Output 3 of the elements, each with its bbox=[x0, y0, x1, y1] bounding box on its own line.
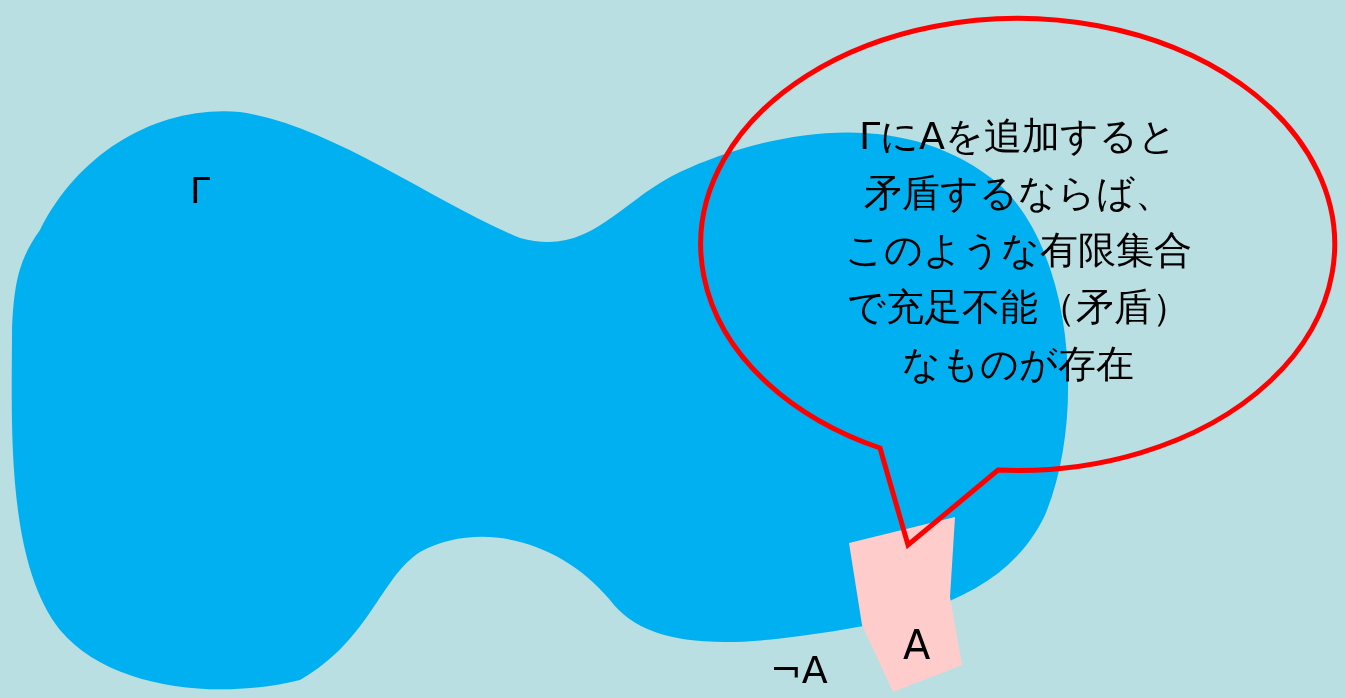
set-label: Γ bbox=[190, 170, 211, 211]
formula-label: A bbox=[903, 622, 931, 668]
negation-label: ¬A bbox=[770, 648, 828, 692]
